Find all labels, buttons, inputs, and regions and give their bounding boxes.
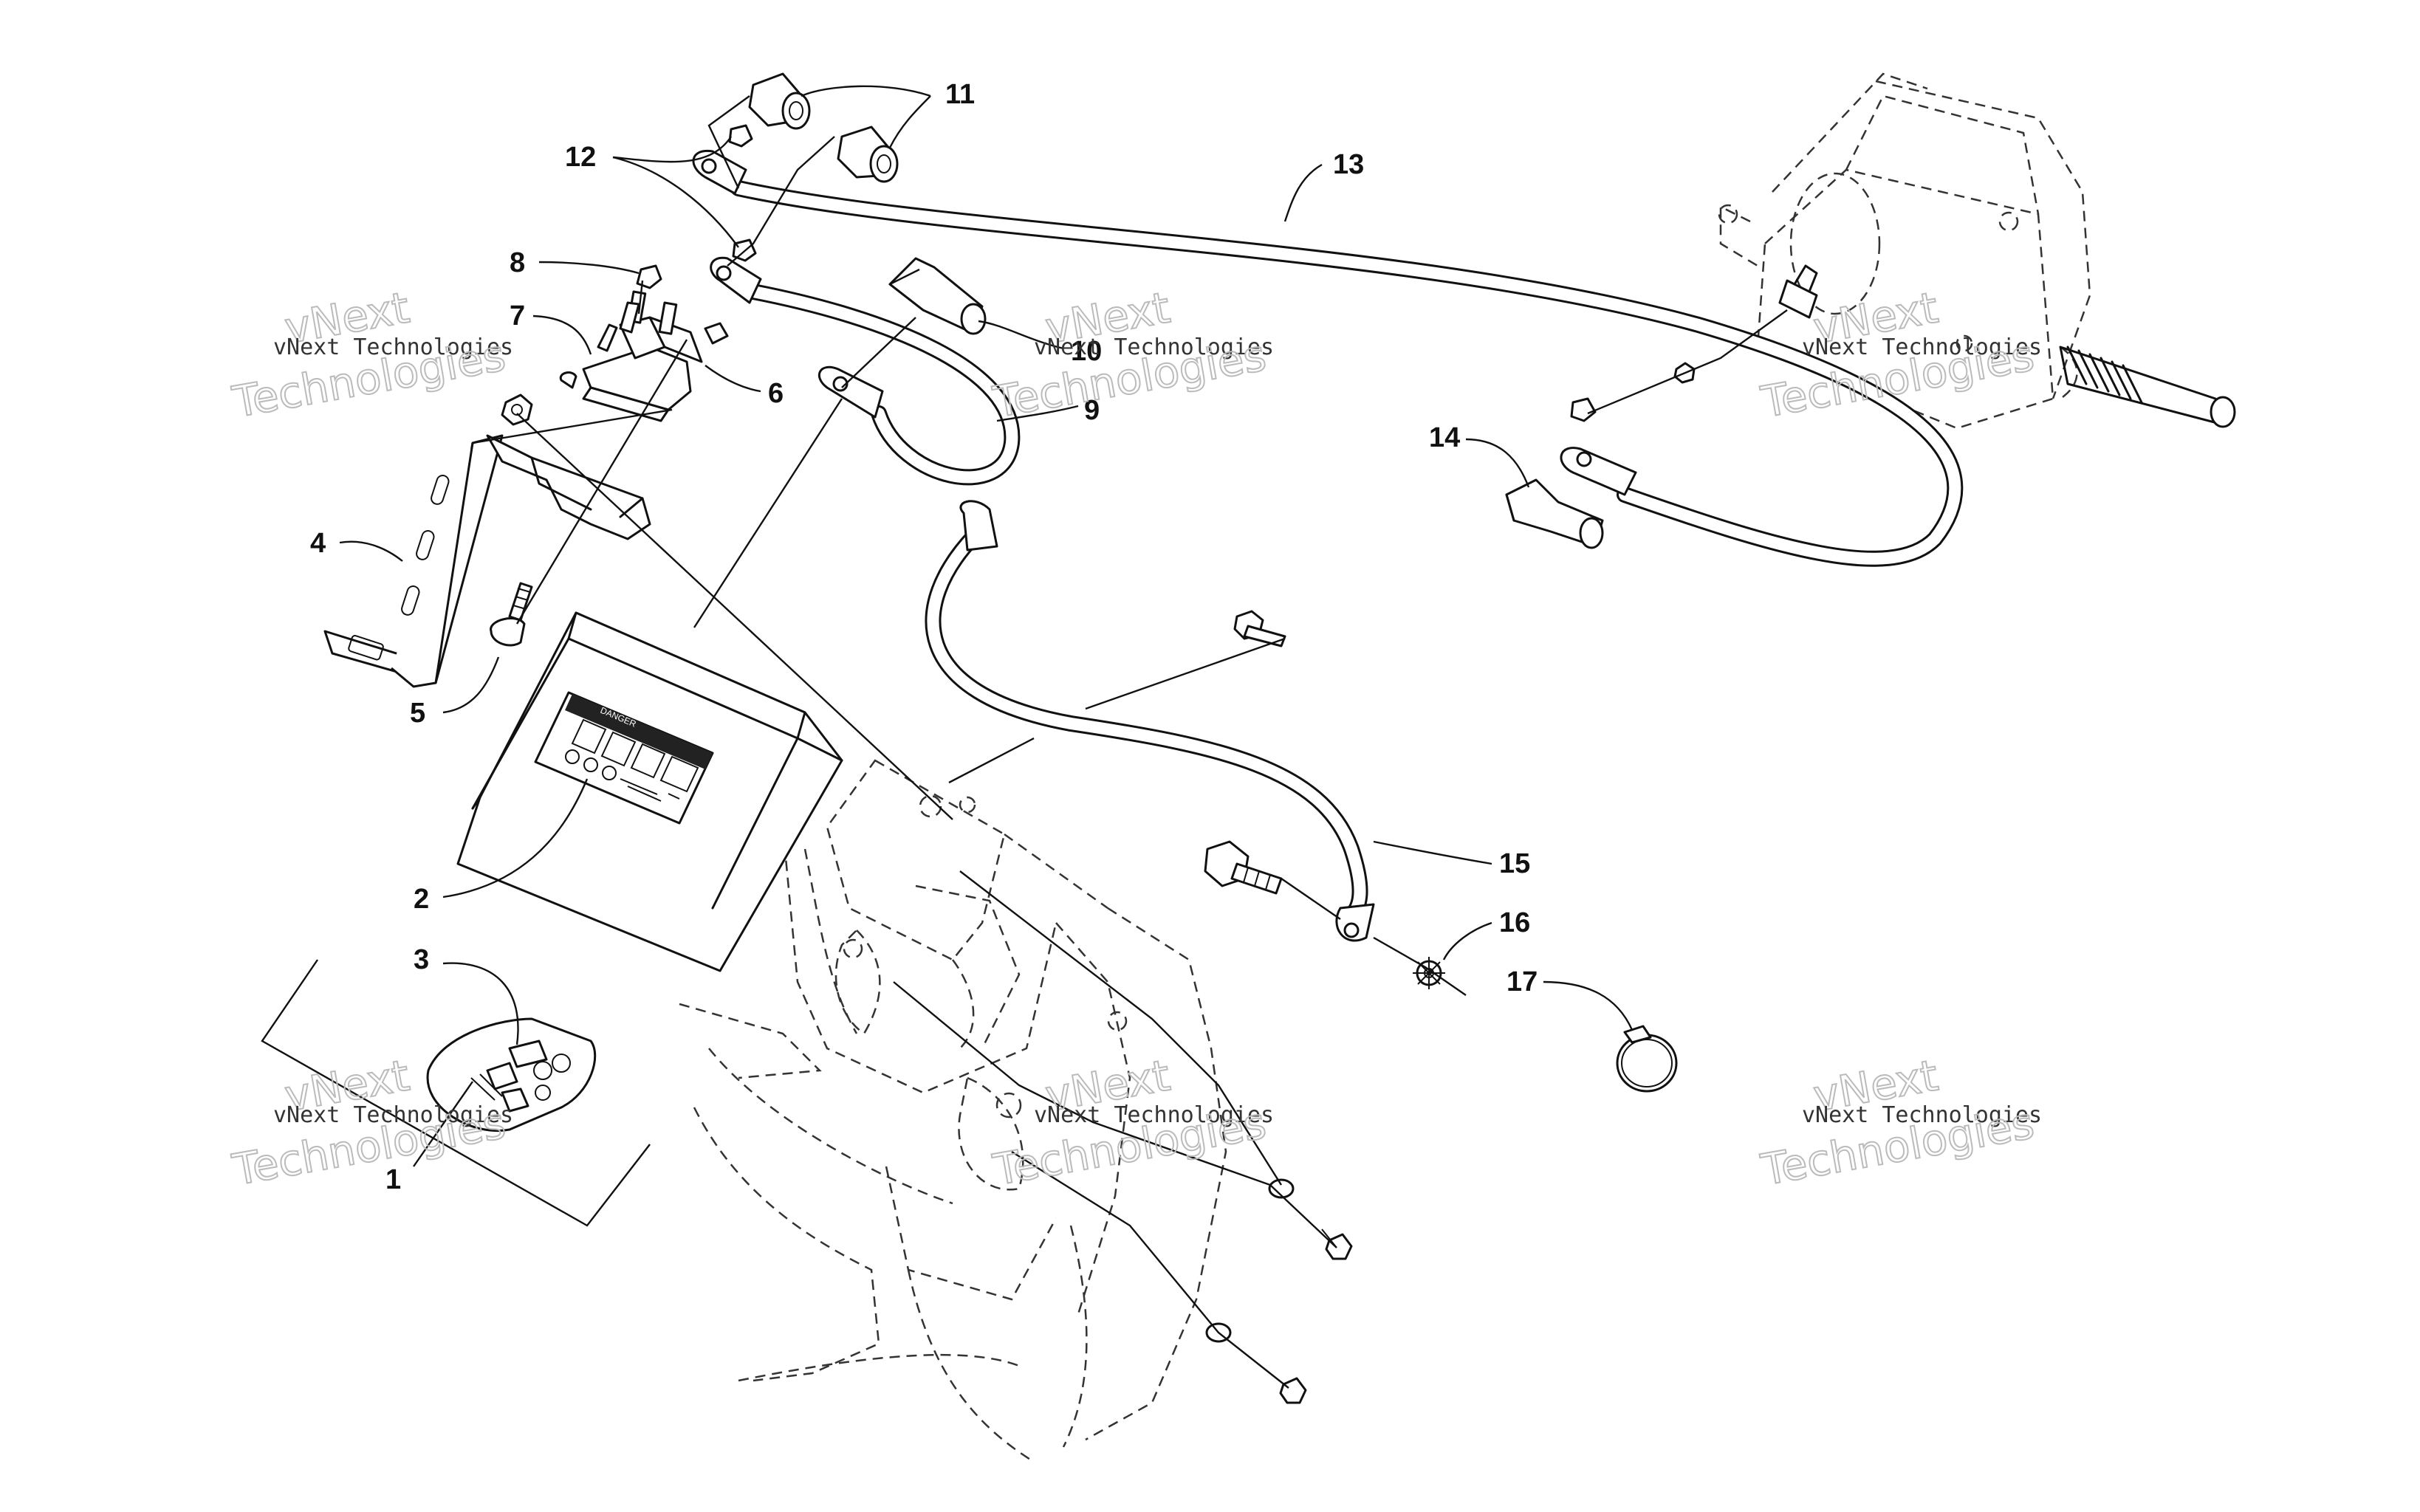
- battery-hold-down: [323, 394, 651, 688]
- callout-leaders: [339, 85, 1634, 1167]
- bolt-5: [490, 582, 533, 647]
- callout-6: 6: [768, 378, 784, 409]
- watermark-2: vNext vNext Technologies Technologies: [989, 281, 1274, 428]
- starter-solenoid: [559, 290, 729, 422]
- callout-7: 7: [510, 300, 525, 331]
- callout-numbers: 1 2 3 4 5 6 7 8 9 10 11 12 13 14 15 16 1…: [310, 79, 1538, 1195]
- lower-fasteners: [1205, 1178, 1353, 1404]
- chassis-frame: [679, 759, 1227, 1463]
- svg-text:vNext Technologies: vNext Technologies: [1802, 334, 2042, 360]
- callout-16: 16: [1499, 907, 1530, 938]
- callout-3: 3: [414, 944, 429, 975]
- terminal-boot-10: [888, 257, 987, 335]
- ground-bolts: [1204, 610, 1445, 989]
- svg-text:vNext Technologies: vNext Technologies: [273, 334, 513, 360]
- ground-cable: [925, 500, 1375, 942]
- callout-5: 5: [410, 698, 425, 729]
- terminal-boot-14: [1505, 478, 1604, 549]
- callout-11: 11: [945, 79, 975, 110]
- callout-4: 4: [310, 528, 326, 559]
- terminal-boots-11: [748, 72, 899, 183]
- watermark-6: vNext vNext Technologies Technologies: [1757, 1049, 2042, 1196]
- hardware-kit: [426, 1017, 597, 1132]
- callout-1: 1: [385, 1164, 401, 1195]
- nut-8: [636, 264, 662, 289]
- callout-15: 15: [1499, 848, 1530, 879]
- callout-9: 9: [1084, 395, 1100, 426]
- callout-2: 2: [414, 884, 429, 915]
- callout-8: 8: [510, 247, 525, 278]
- watermark-1: vNext vNext Technologies Technologies: [228, 281, 513, 428]
- svg-text:vNext Technologies: vNext Technologies: [1802, 1102, 2042, 1128]
- star-washer-16: [1413, 957, 1445, 989]
- kit-bracket-frame: [261, 959, 651, 1227]
- assembly-lines: [472, 95, 1788, 1389]
- svg-text:vNext Technologies: vNext Technologies: [1034, 334, 1274, 360]
- positive-cable: [692, 149, 1964, 567]
- callout-10: 10: [1071, 336, 1102, 367]
- cable-clamp-17: [1616, 1025, 1678, 1093]
- watermark-5: vNext vNext Technologies Technologies: [989, 1049, 1274, 1196]
- battery: DANGER: [456, 611, 843, 972]
- callout-17: 17: [1506, 966, 1538, 997]
- callout-13: 13: [1333, 149, 1364, 180]
- svg-text:vNext Technologies: vNext Technologies: [273, 1102, 513, 1128]
- svg-text:vNext Technologies: vNext Technologies: [1034, 1102, 1274, 1128]
- battery-cable: [710, 256, 1021, 486]
- starter-motor: [1718, 72, 2236, 430]
- callout-12: 12: [565, 142, 596, 173]
- callout-14: 14: [1429, 422, 1460, 453]
